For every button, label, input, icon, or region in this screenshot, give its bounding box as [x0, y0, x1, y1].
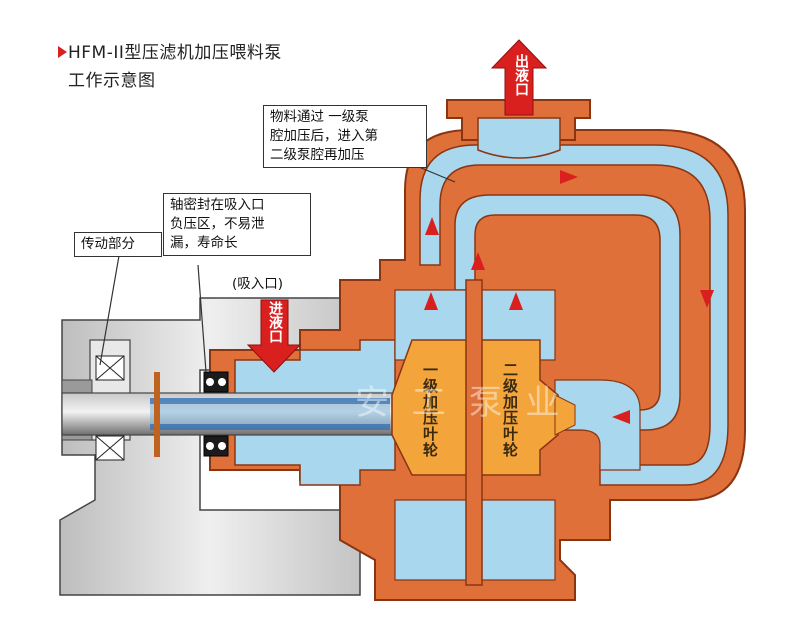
- inlet-note: (吸入口): [232, 276, 284, 292]
- flow-note-line: 二级泵腔再加压: [270, 147, 365, 163]
- seal-note-line: 漏，寿命长: [170, 235, 238, 251]
- inlet-arrow: [246, 299, 302, 373]
- shaft: [61, 392, 393, 436]
- seal-note-line: 轴密封在吸入口: [170, 197, 265, 213]
- flow-note-line: 物料通过 一级泵: [270, 109, 369, 125]
- bearing-icon: [95, 355, 125, 461]
- watermark: 安 工 泵 业: [355, 383, 566, 423]
- flow-callout: 物料通过 一级泵 腔加压后，进入第 二级泵腔再加压: [263, 105, 427, 168]
- flow-note-line: 腔加压后，进入第: [270, 128, 378, 144]
- outlet-arrow: [490, 39, 548, 116]
- shaft-seal: [154, 371, 229, 457]
- drive-callout: 传动部分: [74, 232, 162, 257]
- seal-note-line: 负压区，不易泄: [170, 216, 265, 232]
- diagram-title: HFM-II型压滤机加压喂料泵: [68, 43, 282, 63]
- outlet-label: 出液口: [513, 54, 529, 96]
- drive-label: 传动部分: [81, 236, 135, 252]
- stage2-impeller-label: 二级加压叶轮: [501, 362, 519, 458]
- diagram-subtitle: 工作示意图: [68, 71, 156, 91]
- seal-callout: 轴密封在吸入口 负压区，不易泄 漏，寿命长: [163, 193, 311, 256]
- stage1-impeller-label: 一级加压叶轮: [421, 362, 439, 458]
- liquid-channels: [234, 117, 729, 581]
- flow-arrows: [424, 170, 714, 424]
- impellers: [391, 279, 576, 586]
- inlet-label: 进液口: [267, 301, 283, 343]
- title-bullet-icon: [58, 46, 67, 58]
